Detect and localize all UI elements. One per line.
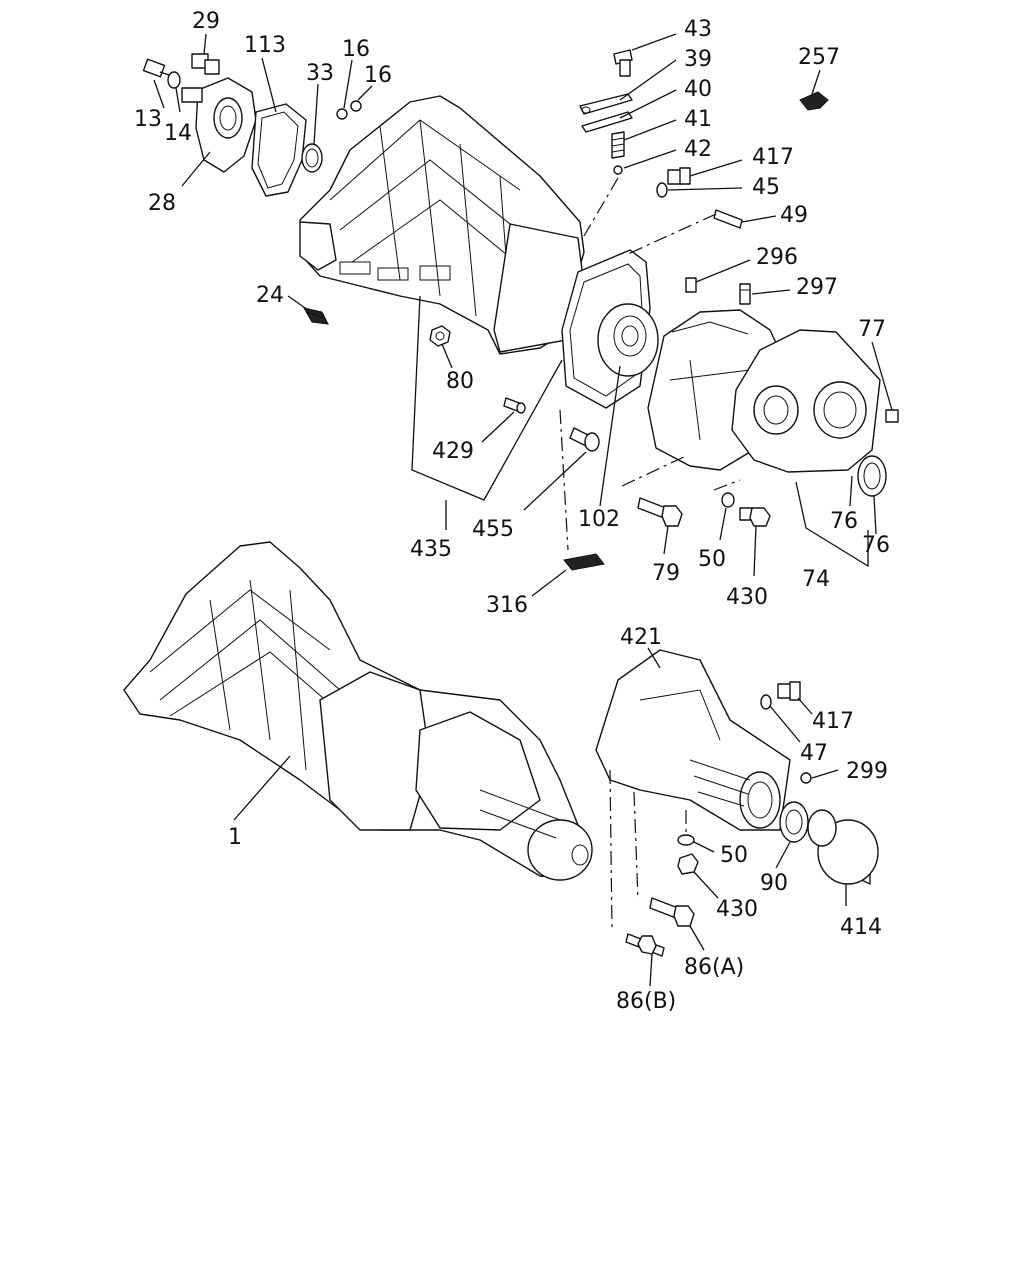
label-42: 42 (684, 137, 712, 162)
pin-429 (503, 397, 526, 414)
label-455: 455 (472, 517, 514, 542)
label-16b: 16 (364, 63, 392, 88)
bracket-257 (799, 91, 829, 111)
ball-42 (613, 165, 623, 175)
bolt-13 (142, 58, 173, 78)
label-47: 47 (800, 741, 828, 766)
stud-86b (625, 933, 665, 957)
pin-49 (713, 209, 743, 229)
pin-296 (685, 277, 697, 293)
extension-housing-421 (595, 649, 791, 831)
label-40: 40 (684, 77, 712, 102)
label-28: 28 (148, 191, 176, 216)
label-435: 435 (410, 537, 452, 562)
label-50-lower: 50 (720, 843, 748, 868)
label-430-lower: 430 (716, 897, 758, 922)
label-79: 79 (652, 561, 680, 586)
label-102: 102 (578, 507, 620, 532)
bolt-455 (569, 427, 600, 452)
label-316: 316 (486, 593, 528, 618)
label-29: 29 (192, 9, 220, 34)
label-86a: 86(A) (684, 955, 744, 980)
label-296: 296 (756, 245, 798, 270)
o-ring-45 (656, 182, 668, 198)
gasket-113 (251, 103, 307, 197)
o-ring-50-upper (721, 492, 735, 508)
label-76a: 76 (830, 509, 858, 534)
plug-417-lower (777, 681, 801, 701)
label-86b: 86(B) (616, 989, 676, 1014)
oil-seal-90 (779, 801, 809, 843)
o-ring-50-lower (677, 834, 695, 846)
label-430-upper: 430 (726, 585, 768, 610)
dowel-16b (350, 100, 362, 112)
label-421: 421 (620, 625, 662, 650)
label-45: 45 (752, 175, 780, 200)
dust-cover-414 (807, 809, 879, 885)
spring-41 (611, 131, 625, 159)
label-41: 41 (684, 107, 712, 132)
plate-40 (581, 111, 633, 133)
label-90: 90 (760, 871, 788, 896)
label-299: 299 (846, 759, 888, 784)
pin-297 (739, 283, 751, 305)
nameplate-316 (563, 553, 605, 571)
plug-24 (303, 307, 329, 325)
oil-seal-76 (857, 455, 887, 497)
plug-430-upper (739, 507, 771, 527)
label-14: 14 (164, 121, 192, 146)
label-74: 74 (802, 567, 830, 592)
label-1: 1 (228, 825, 242, 850)
plug-430-lower (677, 853, 699, 875)
part-labels: 29 113 16 16 33 13 14 28 24 43 39 40 41 … (134, 9, 890, 1014)
front-cover-group (142, 53, 362, 325)
label-76b: 76 (862, 533, 890, 558)
shift-parts (579, 49, 829, 229)
nut-80 (429, 325, 451, 347)
dowel-16a (336, 108, 348, 120)
bolt-29 (191, 53, 220, 75)
label-16a: 16 (342, 37, 370, 62)
label-39: 39 (684, 47, 712, 72)
oil-pump-102 (597, 303, 659, 377)
washer-14 (167, 71, 181, 89)
bolt-43 (613, 49, 633, 77)
plug-299 (800, 772, 812, 784)
extension-74 (731, 329, 881, 473)
label-50-upper: 50 (698, 547, 726, 572)
oil-seal-33 (301, 143, 323, 173)
label-257: 257 (798, 45, 840, 70)
transmission-assembly-1 (123, 541, 593, 881)
label-417-lower: 417 (812, 709, 854, 734)
label-24: 24 (256, 283, 284, 308)
label-77: 77 (858, 317, 886, 342)
label-113: 113 (244, 33, 286, 58)
bolt-86a (649, 897, 695, 927)
label-33: 33 (306, 61, 334, 86)
leader-lines (153, 33, 893, 987)
bolt-79 (637, 497, 683, 527)
label-417-upper: 417 (752, 145, 794, 170)
label-49: 49 (780, 203, 808, 228)
transmission-case-435 (299, 95, 585, 355)
label-414: 414 (840, 915, 882, 940)
plug-77 (885, 409, 899, 423)
label-13: 13 (134, 107, 162, 132)
label-80: 80 (446, 369, 474, 394)
label-297: 297 (796, 275, 838, 300)
plug-417-upper (667, 167, 691, 185)
o-ring-47 (760, 694, 772, 710)
label-43: 43 (684, 17, 712, 42)
label-429: 429 (432, 439, 474, 464)
alignment-lines (559, 177, 741, 931)
